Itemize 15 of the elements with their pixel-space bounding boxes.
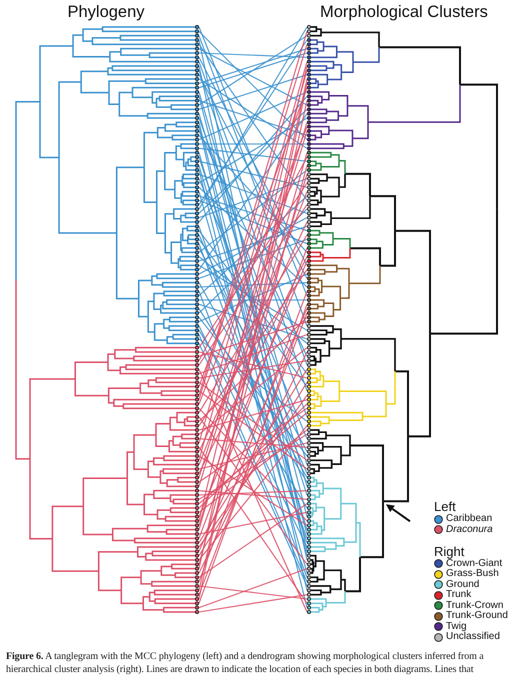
legend-label: Draconura xyxy=(446,524,493,535)
legend-label: Twig xyxy=(446,622,467,632)
panel-title: Morphological Clusters xyxy=(320,2,489,22)
legend-label: Trunk-Ground xyxy=(446,611,508,622)
legend-label: Caribbean xyxy=(446,514,492,524)
legend-label: Crown-Giant xyxy=(446,558,502,568)
figure-caption: Figure 6. A tanglegram with the MCC phylogeny (left) and a dendrogram showing morphological clusters inferred from a hierarchical cluster analysis (right). Lines are drawn to indicate the location of each species in both diagrams. Lines that xyxy=(6,650,485,676)
legend-label: Unclassified xyxy=(446,632,500,642)
panel-title: Phylogeny xyxy=(66,2,146,22)
legend-label: Trunk-Crown xyxy=(446,600,504,610)
legend-label: Grass-Bush xyxy=(446,569,499,580)
legend-heading: Left xyxy=(434,499,456,514)
legend-label: Trunk xyxy=(446,590,472,600)
legend-heading: Right xyxy=(434,544,464,558)
legend-label: Ground xyxy=(446,580,480,590)
